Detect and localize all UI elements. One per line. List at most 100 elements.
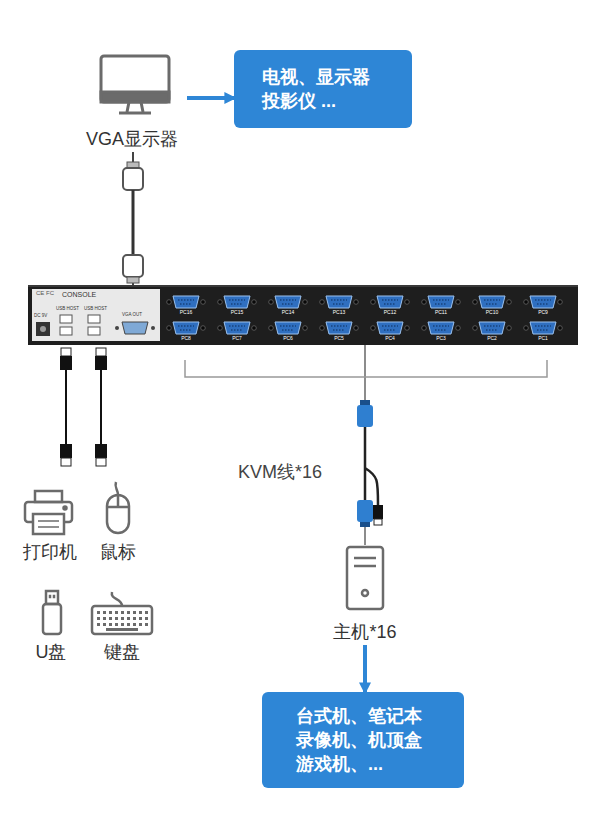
vga-port — [252, 326, 257, 331]
vga-port — [479, 322, 505, 334]
vga-port — [269, 296, 308, 308]
keyboard-icon — [112, 592, 122, 606]
vga-port — [229, 300, 245, 304]
keyboard-icon — [145, 617, 148, 620]
keyboard-icon — [115, 611, 118, 614]
pc-port-label: PC2 — [477, 336, 507, 341]
vga-port — [218, 296, 257, 308]
vga-port — [331, 300, 347, 304]
vga-port — [456, 326, 461, 331]
pc-port-label: PC9 — [528, 310, 558, 315]
vga-port — [524, 326, 529, 331]
monitor-icon — [101, 56, 169, 113]
kvm-cable — [357, 400, 383, 527]
usb-cable — [61, 458, 71, 466]
keyboard-icon — [121, 611, 124, 614]
mouse-icon — [107, 482, 129, 533]
vga-port — [173, 322, 199, 334]
vga-port — [371, 300, 376, 305]
vga-port — [201, 326, 206, 331]
vga-cable — [123, 162, 143, 283]
vga-port — [422, 300, 427, 305]
keyboard-icon — [139, 617, 142, 620]
vga-port — [320, 326, 325, 331]
vga-port — [507, 300, 512, 305]
vga-port — [167, 296, 206, 308]
kvm-switch — [28, 285, 578, 345]
kvm-switch — [28, 286, 578, 287]
pc-port-label: PC11 — [426, 310, 456, 315]
vga-port — [524, 300, 529, 305]
vga-port — [269, 322, 308, 334]
kvm-switch-node: CE FCCONSOLEDC 9VUSB HOSTUSB HOSTVGA OUT… — [28, 285, 578, 345]
vga-port — [428, 322, 454, 334]
vga-port — [535, 300, 551, 304]
keyboard-icon — [133, 623, 136, 626]
keyboard-icon — [121, 623, 124, 626]
keyboard-icon — [103, 611, 106, 614]
vga-port — [422, 322, 461, 334]
monitor-icon — [119, 112, 151, 115]
vga-port — [224, 296, 250, 308]
vga-port — [382, 326, 398, 330]
usb-cable — [96, 348, 106, 356]
vga-port — [433, 300, 449, 304]
keyboard-icon — [92, 606, 152, 634]
vga-port — [371, 322, 410, 334]
monitor-node: VGA显示器 — [77, 52, 187, 152]
keyboard-icon — [133, 617, 136, 620]
kvm-switch — [28, 285, 578, 345]
vga-port — [428, 296, 454, 308]
vga-port — [229, 326, 245, 330]
usb-drive-icon — [49, 595, 51, 598]
usb-drive-icon — [43, 604, 61, 634]
vga-port — [473, 296, 512, 308]
vga-port — [269, 326, 274, 331]
usb-cable — [60, 348, 107, 466]
kvm-cable — [357, 500, 373, 522]
vga-port — [405, 326, 410, 331]
vga-port — [377, 296, 403, 308]
printer-icon — [35, 491, 62, 502]
printer-icon — [38, 526, 59, 528]
kvm-switch — [60, 327, 72, 335]
keyboard-icon — [139, 623, 142, 626]
icon-caption: 键盘 — [85, 641, 159, 663]
host-icon — [354, 557, 376, 560]
host-icon — [362, 590, 368, 596]
vga-port — [303, 300, 308, 305]
vga-port — [269, 300, 274, 305]
vga-port — [252, 300, 257, 305]
vga-port — [280, 300, 296, 304]
vga-port — [382, 300, 398, 304]
kvm-switch — [151, 326, 155, 330]
pc-port-label: PC16 — [171, 310, 201, 315]
keyboard-icon — [115, 623, 118, 626]
keyboard-node: 键盘 — [85, 588, 159, 666]
vga-port — [473, 300, 478, 305]
port-label: DC 9V — [34, 314, 47, 319]
printer-icon — [33, 514, 64, 534]
vga-port — [303, 326, 308, 331]
vga-port — [456, 300, 461, 305]
pc-port-label: PC15 — [222, 310, 252, 315]
host-icon — [347, 547, 383, 609]
printer-node: 打印机 — [9, 488, 91, 566]
vga-port — [178, 326, 194, 330]
pc-port-label: PC3 — [426, 336, 456, 341]
kvm-switch — [88, 315, 100, 323]
pc-port-label: PC12 — [375, 310, 405, 315]
keyboard-icon — [109, 611, 112, 614]
keyboard-icon — [109, 617, 112, 620]
vga-port — [320, 300, 325, 305]
kvm-cable — [360, 522, 370, 527]
vga-port — [484, 300, 500, 304]
vga-cable — [132, 190, 135, 255]
kvm-cable — [360, 400, 370, 405]
icon-caption: U盘 — [19, 641, 83, 663]
bracket — [185, 360, 547, 377]
vga-port — [167, 300, 172, 305]
vga-port — [558, 326, 563, 331]
usb-drive-icon — [53, 595, 55, 598]
edge-label: KVM线*16 — [236, 461, 324, 483]
